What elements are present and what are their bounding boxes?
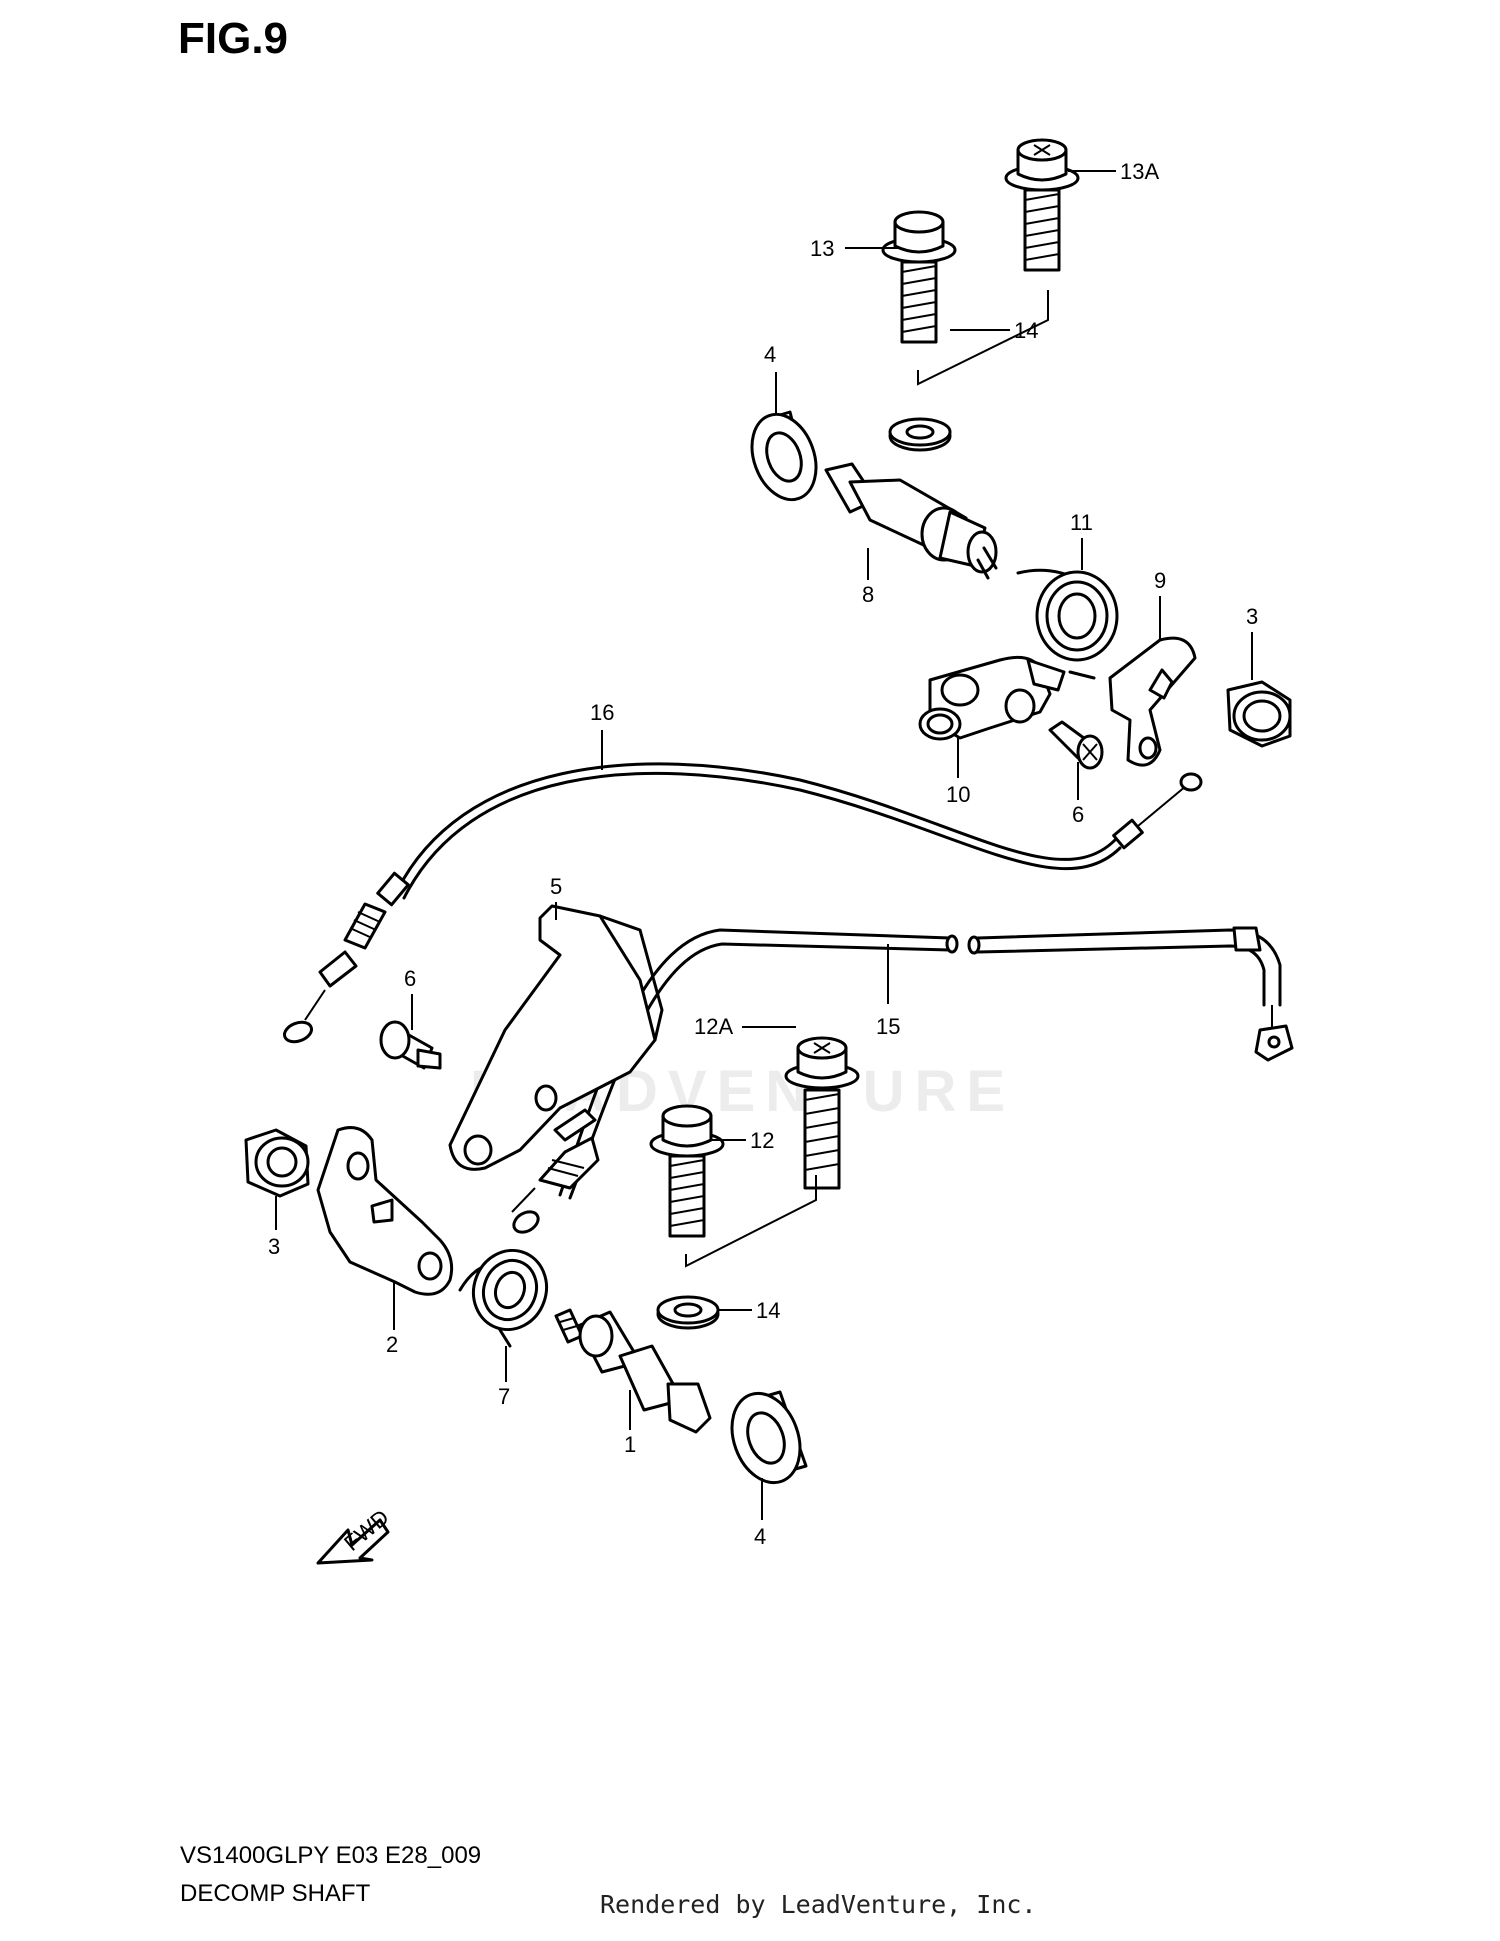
callout-12[interactable]: 12 — [750, 1128, 774, 1153]
callout-10[interactable]: 10 — [946, 782, 970, 807]
callout-8[interactable]: 8 — [862, 582, 874, 607]
nut-3-right[interactable] — [1226, 680, 1292, 748]
callout-12A[interactable]: 12A — [694, 1014, 733, 1039]
alternate-bracket — [917, 290, 1049, 386]
callout-13[interactable]: 13 — [810, 236, 834, 261]
callout-2[interactable]: 2 — [386, 1332, 398, 1357]
bolt-13A[interactable] — [1004, 138, 1080, 272]
callout-6-right[interactable]: 6 — [1072, 802, 1084, 827]
callout-7[interactable]: 7 — [498, 1384, 510, 1409]
callout-9[interactable]: 9 — [1154, 568, 1166, 593]
bracket-5[interactable] — [448, 904, 664, 1236]
callout-5[interactable]: 5 — [550, 874, 562, 899]
callout-3-left[interactable]: 3 — [268, 1234, 280, 1259]
lever-2[interactable] — [316, 1126, 454, 1296]
oil-seal-4-top[interactable] — [741, 405, 827, 508]
callout-11[interactable]: 11 — [1070, 510, 1093, 535]
nut-3-left[interactable] — [244, 1128, 310, 1198]
callout-3-right[interactable]: 3 — [1246, 604, 1258, 629]
screw-6-left[interactable] — [379, 1020, 442, 1070]
leader-lines — [275, 170, 1253, 1520]
washer-14-bottom[interactable] — [656, 1295, 720, 1330]
lever-10[interactable] — [918, 655, 1066, 741]
fwd-arrow-icon: FWD — [316, 1504, 394, 1565]
screw-6-right[interactable] — [1048, 720, 1104, 770]
decomp-shaft-8[interactable] — [824, 462, 998, 580]
callout-16[interactable]: 16 — [590, 700, 614, 725]
callout-1[interactable]: 1 — [624, 1432, 636, 1457]
spring-11[interactable] — [1016, 568, 1119, 680]
washer-14-top[interactable] — [888, 417, 952, 452]
bolt-12A[interactable] — [784, 1036, 860, 1190]
lever-9[interactable] — [1108, 636, 1197, 767]
decomp-shaft-1[interactable] — [554, 1308, 712, 1434]
section-name: DECOMP SHAFT — [180, 1880, 371, 1907]
callout-6-left[interactable]: 6 — [404, 966, 416, 991]
footer-credit: Rendered by LeadVenture, Inc. — [600, 1890, 1037, 1919]
bolt-12[interactable] — [649, 1104, 725, 1238]
callout-numbers: 13A 13 4 14 8 11 9 3 10 6 16 5 6 15 12A … — [268, 159, 1258, 1549]
callout-13A[interactable]: 13A — [1120, 159, 1159, 184]
callout-4-top[interactable]: 4 — [764, 342, 776, 367]
callout-4-bottom[interactable]: 4 — [754, 1524, 766, 1549]
callout-15[interactable]: 15 — [876, 1014, 900, 1039]
callout-14-top[interactable]: 14 — [1014, 318, 1038, 343]
model-code: VS1400GLPY E03 E28_009 — [180, 1842, 482, 1869]
bolt-13[interactable] — [881, 210, 957, 344]
oil-seal-4-bottom[interactable] — [720, 1384, 812, 1492]
spring-7[interactable] — [458, 1240, 558, 1348]
callout-14-bottom[interactable]: 14 — [756, 1298, 780, 1323]
alternate-bracket-lower — [685, 1175, 817, 1268]
figure-title: FIG.9 — [178, 14, 289, 63]
cable-16[interactable] — [282, 762, 1203, 1045]
